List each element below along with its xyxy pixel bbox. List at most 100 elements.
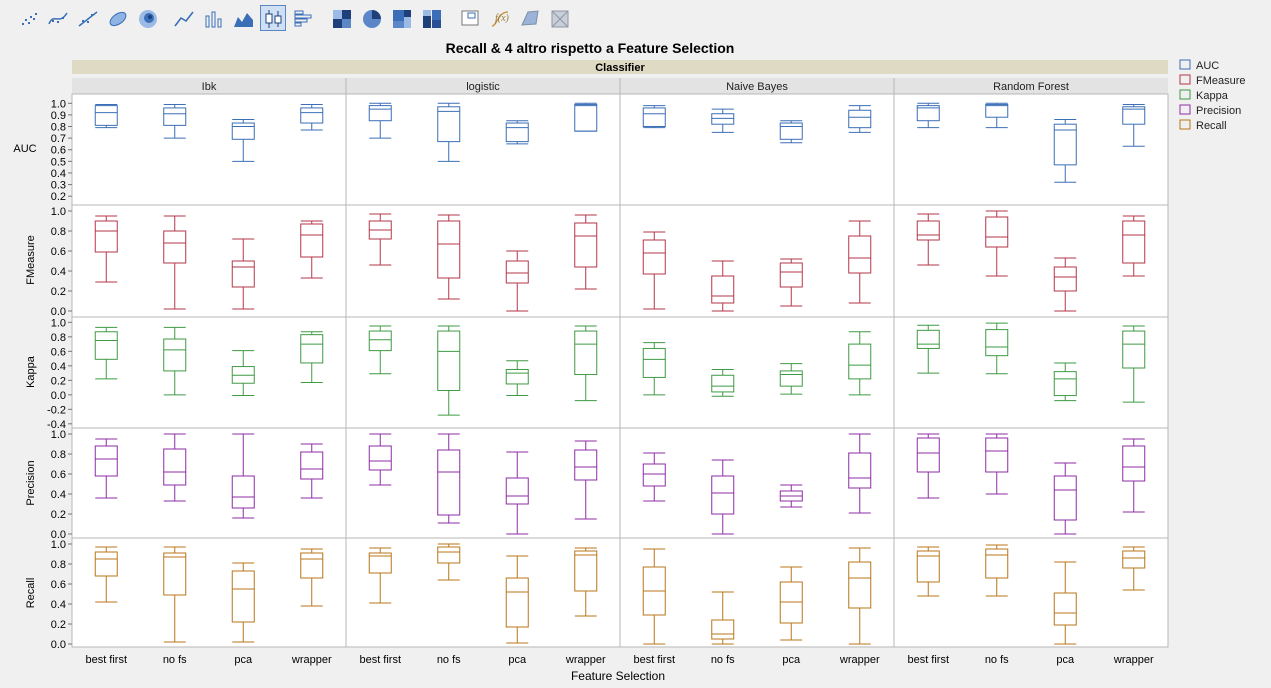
- box-kappa-naive-bayes-no-fs[interactable]: [711, 368, 735, 397]
- box-kappa-logistic-pca[interactable]: [505, 360, 529, 397]
- heatmap-button[interactable]: [328, 5, 354, 31]
- box-recall-logistic-best-first[interactable]: [368, 547, 392, 604]
- box-precision-logistic-best-first[interactable]: [368, 433, 392, 486]
- box-recall-logistic-pca[interactable]: [505, 555, 529, 644]
- box-auc-naive-bayes-best-first[interactable]: [642, 105, 666, 129]
- box-fmeasure-random-forest-pca[interactable]: [1053, 257, 1077, 312]
- contour-button[interactable]: [134, 5, 160, 31]
- box-kappa-naive-bayes-pca[interactable]: [779, 363, 803, 395]
- box-plot-button[interactable]: [260, 5, 286, 31]
- pie-chart-button[interactable]: [358, 5, 384, 31]
- box-precision-ibk-best-first[interactable]: [94, 438, 118, 499]
- box-auc-logistic-pca[interactable]: [505, 120, 529, 145]
- box-precision-random-forest-no-fs[interactable]: [985, 433, 1009, 495]
- box-precision-naive-bayes-no-fs[interactable]: [711, 459, 735, 535]
- box-fmeasure-random-forest-wrapper[interactable]: [1122, 215, 1146, 277]
- box-auc-ibk-pca[interactable]: [231, 119, 255, 162]
- box-recall-logistic-no-fs[interactable]: [437, 543, 461, 581]
- scatter-plot-button[interactable]: [14, 5, 40, 31]
- box-kappa-random-forest-pca[interactable]: [1053, 362, 1077, 402]
- box-fmeasure-ibk-best-first[interactable]: [94, 215, 118, 283]
- box-auc-random-forest-pca[interactable]: [1053, 119, 1077, 183]
- box-kappa-logistic-wrapper[interactable]: [574, 325, 598, 402]
- box-fmeasure-ibk-pca[interactable]: [231, 238, 255, 310]
- box-recall-ibk-best-first[interactable]: [94, 546, 118, 603]
- smoother-button[interactable]: [44, 5, 70, 31]
- box-precision-logistic-wrapper[interactable]: [574, 440, 598, 520]
- box-auc-logistic-no-fs[interactable]: [437, 102, 461, 162]
- box-kappa-ibk-no-fs[interactable]: [163, 326, 187, 396]
- box-fmeasure-naive-bayes-best-first[interactable]: [642, 231, 666, 310]
- box-recall-naive-bayes-wrapper[interactable]: [848, 547, 872, 645]
- line-chart-button[interactable]: [170, 5, 196, 31]
- box-precision-random-forest-pca[interactable]: [1053, 462, 1077, 535]
- box-auc-naive-bayes-wrapper[interactable]: [848, 105, 872, 133]
- box-fmeasure-logistic-pca[interactable]: [505, 250, 529, 312]
- box-precision-logistic-pca[interactable]: [505, 451, 529, 535]
- box-kappa-ibk-wrapper[interactable]: [300, 331, 324, 384]
- box-precision-naive-bayes-pca[interactable]: [779, 484, 803, 508]
- box-kappa-naive-bayes-best-first[interactable]: [642, 342, 666, 396]
- box-kappa-ibk-pca[interactable]: [231, 350, 255, 397]
- box-fmeasure-random-forest-no-fs[interactable]: [985, 210, 1009, 277]
- box-fmeasure-random-forest-best-first[interactable]: [916, 213, 940, 266]
- box-kappa-logistic-no-fs[interactable]: [437, 325, 461, 416]
- box-recall-naive-bayes-best-first[interactable]: [642, 548, 666, 645]
- box-precision-ibk-no-fs[interactable]: [163, 433, 187, 502]
- mosaic-button[interactable]: [418, 5, 444, 31]
- box-fmeasure-ibk-no-fs[interactable]: [163, 215, 187, 310]
- box-auc-random-forest-wrapper[interactable]: [1122, 103, 1146, 147]
- area-chart-button[interactable]: [230, 5, 256, 31]
- box-kappa-random-forest-best-first[interactable]: [916, 324, 940, 374]
- treemap-button[interactable]: [388, 5, 414, 31]
- box-recall-ibk-no-fs[interactable]: [163, 546, 187, 643]
- box-auc-logistic-wrapper[interactable]: [574, 102, 598, 132]
- line-fit-button[interactable]: [74, 5, 100, 31]
- box-precision-ibk-pca[interactable]: [231, 433, 255, 519]
- box-precision-naive-bayes-best-first[interactable]: [642, 452, 666, 502]
- box-iqr: [1122, 106, 1146, 125]
- box-kappa-naive-bayes-wrapper[interactable]: [848, 331, 872, 396]
- box-recall-ibk-pca[interactable]: [231, 562, 255, 643]
- box-auc-random-forest-best-first[interactable]: [916, 102, 940, 129]
- box-kappa-random-forest-no-fs[interactable]: [985, 322, 1009, 375]
- histogram-button[interactable]: [290, 5, 316, 31]
- box-auc-ibk-no-fs[interactable]: [163, 103, 187, 139]
- box-fmeasure-naive-bayes-no-fs[interactable]: [711, 260, 735, 312]
- box-recall-naive-bayes-no-fs[interactable]: [711, 591, 735, 645]
- ellipse-button[interactable]: [104, 5, 130, 31]
- box-precision-ibk-wrapper[interactable]: [300, 443, 324, 499]
- box-fmeasure-logistic-no-fs[interactable]: [437, 214, 461, 300]
- box-fmeasure-logistic-best-first[interactable]: [368, 213, 392, 266]
- box-auc-naive-bayes-no-fs[interactable]: [711, 108, 735, 133]
- formula-button[interactable]: f(x): [486, 5, 512, 31]
- box-kappa-ibk-best-first[interactable]: [94, 326, 118, 380]
- box-auc-naive-bayes-pca[interactable]: [779, 120, 803, 144]
- box-recall-random-forest-best-first[interactable]: [916, 546, 940, 597]
- box-auc-ibk-best-first[interactable]: [94, 103, 118, 129]
- box-recall-ibk-wrapper[interactable]: [300, 548, 324, 607]
- caption-box-button[interactable]: [456, 5, 482, 31]
- box-precision-random-forest-best-first[interactable]: [916, 433, 940, 499]
- box-kappa-random-forest-wrapper[interactable]: [1122, 325, 1146, 403]
- box-recall-random-forest-pca[interactable]: [1053, 561, 1077, 645]
- grid-button[interactable]: [546, 5, 572, 31]
- box-precision-naive-bayes-wrapper[interactable]: [848, 433, 872, 514]
- box-recall-logistic-wrapper[interactable]: [574, 547, 598, 617]
- box-auc-random-forest-no-fs[interactable]: [985, 102, 1009, 129]
- box-fmeasure-ibk-wrapper[interactable]: [300, 220, 324, 279]
- box-recall-naive-bayes-pca[interactable]: [779, 566, 803, 641]
- map-shape-button[interactable]: [516, 5, 542, 31]
- box-fmeasure-logistic-wrapper[interactable]: [574, 214, 598, 290]
- box-recall-random-forest-wrapper[interactable]: [1122, 546, 1146, 591]
- box-kappa-logistic-best-first[interactable]: [368, 325, 392, 375]
- box-auc-ibk-wrapper[interactable]: [300, 103, 324, 131]
- box-precision-random-forest-wrapper[interactable]: [1122, 438, 1146, 513]
- box-precision-logistic-no-fs[interactable]: [437, 433, 461, 524]
- box-fmeasure-naive-bayes-pca[interactable]: [779, 258, 803, 307]
- box-recall-random-forest-no-fs[interactable]: [985, 544, 1009, 597]
- bar-chart-button[interactable]: [200, 5, 226, 31]
- box-fmeasure-naive-bayes-wrapper[interactable]: [848, 220, 872, 304]
- box-auc-logistic-best-first[interactable]: [368, 102, 392, 139]
